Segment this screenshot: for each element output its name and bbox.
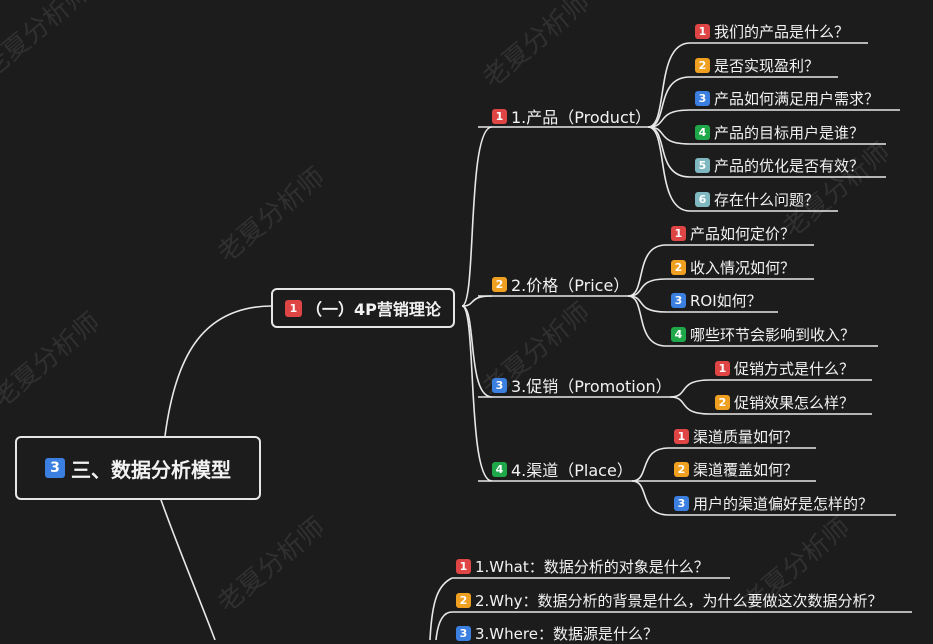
connector-leaf <box>631 480 670 516</box>
connector-leaf <box>669 379 711 398</box>
priority-badge: 3 <box>695 90 710 106</box>
priority-badge: 3 <box>456 625 471 641</box>
leaf-item[interactable]: 3 ROI如何？ <box>671 289 762 311</box>
branch-label: 4.渠道（Place） <box>511 461 633 480</box>
branch-product[interactable]: 1 1.产品（Product） <box>492 104 651 128</box>
priority-badge: 3 <box>45 458 65 478</box>
leaf-label: 产品的优化是否有效？ <box>714 156 865 175</box>
priority-badge: 1 <box>492 108 507 124</box>
connector-leaf <box>627 244 667 297</box>
priority-badge: 2 <box>695 57 710 73</box>
priority-badge: 2 <box>715 394 730 410</box>
leaf-label: 哪些环节会影响到收入？ <box>690 325 856 344</box>
priority-badge: 4 <box>671 326 686 342</box>
branch-label: 3.促销（Promotion） <box>511 377 672 396</box>
connector-leaf <box>627 295 667 347</box>
connector-root-4p <box>164 305 272 437</box>
connector-leaf <box>647 126 691 212</box>
leaf-label: 促销方式是什么？ <box>734 359 855 378</box>
leaf-label: 渠道覆盖如何？ <box>693 460 799 479</box>
leaf-item[interactable]: 4 产品的目标用户是谁？ <box>695 121 864 143</box>
leaf-label: ROI如何？ <box>690 291 762 310</box>
leaf-label: 1.What：数据分析的对象是什么？ <box>475 557 709 576</box>
leaf-item[interactable]: 1 我们的产品是什么？ <box>695 20 849 42</box>
priority-badge: 3 <box>674 495 689 511</box>
connector-leaf <box>429 577 453 640</box>
leaf-label: 2.Why：数据分析的背景是什么，为什么要做这次数据分析？ <box>475 591 883 610</box>
leaf-item[interactable]: 1 渠道质量如何？ <box>674 425 798 447</box>
connector-4p-branch <box>461 126 493 307</box>
branch-label: 2.价格（Price） <box>511 276 630 295</box>
leaf-label: 收入情况如何？ <box>690 258 796 277</box>
priority-badge: 3 <box>671 292 686 308</box>
branch-price[interactable]: 2 2.价格（Price） <box>492 272 629 296</box>
leaf-item[interactable]: 1 1.What：数据分析的对象是什么？ <box>456 555 709 577</box>
leaf-item[interactable]: 1 产品如何定价？ <box>671 222 795 244</box>
connector-leaf <box>647 76 691 128</box>
leaf-item[interactable]: 1 促销方式是什么？ <box>715 357 854 379</box>
branch-label: 1.产品（Product） <box>511 108 652 127</box>
priority-badge: 1 <box>671 225 686 241</box>
leaf-label: 存在什么问题？ <box>714 190 820 209</box>
connector-leaf <box>627 278 667 297</box>
connector-leaf <box>435 611 453 640</box>
priority-badge: 1 <box>285 299 302 317</box>
root-label: 三、数据分析模型 <box>71 457 231 482</box>
model-node-4p[interactable]: 1 （一）4P营销理论 <box>271 288 455 328</box>
priority-badge: 2 <box>674 461 689 477</box>
priority-badge: 4 <box>492 461 507 477</box>
root-node[interactable]: 3 三、数据分析模型 <box>15 436 261 500</box>
connector-4p-branch <box>461 305 493 482</box>
connector-root-down <box>159 496 216 640</box>
connector-leaf <box>631 447 670 482</box>
priority-badge: 1 <box>456 558 471 574</box>
priority-badge: 2 <box>456 592 471 608</box>
leaf-label: 是否实现盈利？ <box>714 56 820 75</box>
priority-badge: 6 <box>695 191 710 207</box>
branch-place[interactable]: 4 4.渠道（Place） <box>492 457 633 481</box>
leaf-item[interactable]: 2 2.Why：数据分析的背景是什么，为什么要做这次数据分析？ <box>456 589 883 611</box>
connector-leaf <box>647 109 691 128</box>
model-label: （一）4P营销理论 <box>306 300 441 319</box>
priority-badge: 1 <box>695 23 710 39</box>
leaf-label: 产品如何定价？ <box>690 224 796 243</box>
priority-badge: 1 <box>715 360 730 376</box>
leaf-item[interactable]: 3 3.Where：数据源是什么？ <box>456 622 658 644</box>
leaf-label: 产品的目标用户是谁？ <box>714 123 865 142</box>
leaf-label: 我们的产品是什么？ <box>714 22 850 41</box>
connector-leaf <box>669 396 711 415</box>
leaf-item[interactable]: 4 哪些环节会影响到收入？ <box>671 323 855 345</box>
leaf-item[interactable]: 2 渠道覆盖如何？ <box>674 458 798 480</box>
branch-promotion[interactable]: 3 3.促销（Promotion） <box>492 373 672 397</box>
leaf-item[interactable]: 3 产品如何满足用户需求？ <box>695 87 879 109</box>
leaf-item[interactable]: 2 是否实现盈利？ <box>695 54 819 76</box>
priority-badge: 2 <box>492 276 507 292</box>
priority-badge: 1 <box>674 428 689 444</box>
priority-badge: 3 <box>492 377 507 393</box>
connector-leaf <box>647 126 691 178</box>
leaf-item[interactable]: 3 用户的渠道偏好是怎样的？ <box>674 492 873 514</box>
leaf-item[interactable]: 5 产品的优化是否有效？ <box>695 154 864 176</box>
leaf-item[interactable]: 6 存在什么问题？ <box>695 188 819 210</box>
leaf-item[interactable]: 2 促销效果怎么样？ <box>715 391 854 413</box>
leaf-label: 渠道质量如何？ <box>693 427 799 446</box>
connector-leaf <box>647 42 691 128</box>
priority-badge: 2 <box>671 259 686 275</box>
leaf-label: 用户的渠道偏好是怎样的？ <box>693 494 874 513</box>
leaf-label: 产品如何满足用户需求？ <box>714 89 880 108</box>
leaf-label: 3.Where：数据源是什么？ <box>475 624 658 643</box>
priority-badge: 5 <box>695 157 710 173</box>
leaf-label: 促销效果怎么样？ <box>734 393 855 412</box>
priority-badge: 4 <box>695 124 710 140</box>
leaf-item[interactable]: 2 收入情况如何？ <box>671 256 795 278</box>
connector-4p-branch <box>461 305 493 398</box>
